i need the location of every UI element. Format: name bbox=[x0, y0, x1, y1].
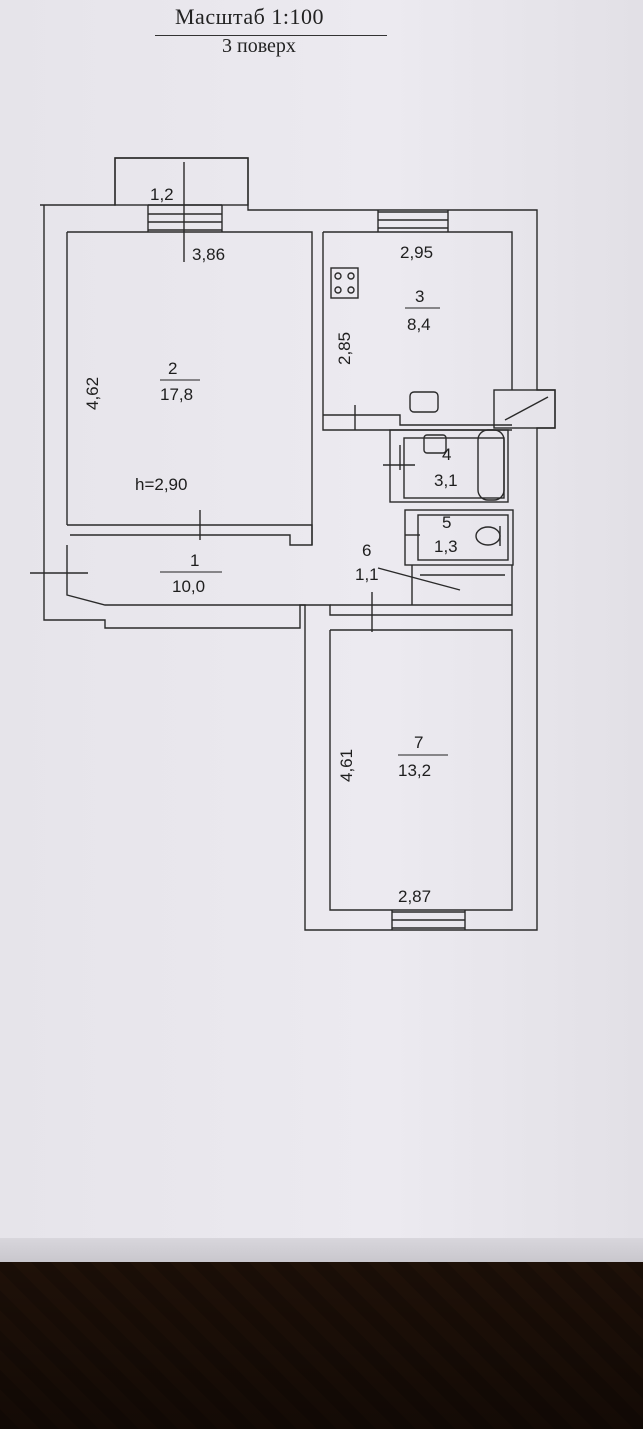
room7-number: 7 bbox=[414, 733, 423, 752]
room7-area: 13,2 bbox=[398, 761, 431, 780]
vent-diagonal bbox=[504, 396, 549, 421]
room1-number: 1 bbox=[190, 551, 199, 570]
toilet-inner bbox=[417, 514, 509, 561]
room7-walls bbox=[329, 629, 513, 911]
window-room2 bbox=[147, 204, 223, 232]
bathtub bbox=[477, 429, 505, 501]
balcony-dim: 1,2 bbox=[150, 185, 174, 204]
bathroom-4 bbox=[389, 429, 509, 503]
room7-width: 2,87 bbox=[398, 887, 431, 906]
corridor-bottom bbox=[300, 565, 513, 616]
room2-area: 17,8 bbox=[160, 385, 193, 404]
room6-number: 6 bbox=[362, 541, 371, 560]
carpet-floor bbox=[0, 1262, 643, 1429]
title-rule bbox=[155, 35, 387, 36]
room3-area: 8,4 bbox=[407, 315, 431, 334]
room3-bottom2 bbox=[323, 414, 512, 426]
stove bbox=[330, 267, 359, 299]
ceiling-height: h=2,90 bbox=[135, 475, 187, 494]
room2-bottom bbox=[67, 524, 313, 546]
room3-width: 2,95 bbox=[400, 243, 433, 262]
window-room7 bbox=[391, 910, 466, 930]
corridor-walls bbox=[66, 545, 300, 606]
room2-width: 3,86 bbox=[192, 245, 225, 264]
vent-box bbox=[493, 389, 556, 429]
toilet-5 bbox=[404, 509, 514, 566]
room2-length: 4,62 bbox=[83, 377, 102, 410]
room4-number: 4 bbox=[442, 445, 451, 464]
room4-area: 3,1 bbox=[434, 471, 458, 490]
balcony bbox=[114, 157, 249, 206]
room7-length: 4,61 bbox=[337, 749, 356, 782]
room1-area: 10,0 bbox=[172, 577, 205, 596]
outer-wall bbox=[40, 157, 556, 931]
washbasin bbox=[423, 434, 447, 454]
toilet-bowl bbox=[475, 526, 501, 546]
window-room3 bbox=[377, 210, 449, 232]
paper-edge bbox=[0, 1238, 643, 1262]
kitchen-sink bbox=[409, 391, 439, 413]
room5-area: 1,3 bbox=[434, 537, 458, 556]
scale-title: Масштаб 1:100 bbox=[175, 4, 324, 29]
floor-label: 3 поверх bbox=[222, 35, 296, 57]
floor-plan: 1,2 3,86 4,62 2 17,8 h=2,90 2,95 2,85 3 … bbox=[30, 157, 556, 931]
room3-length: 2,85 bbox=[335, 332, 354, 365]
room2-number: 2 bbox=[168, 359, 177, 378]
room6-area: 1,1 bbox=[355, 565, 379, 584]
room3-number: 3 bbox=[415, 287, 424, 306]
room5-number: 5 bbox=[442, 513, 451, 532]
room3-walls bbox=[323, 231, 513, 390]
